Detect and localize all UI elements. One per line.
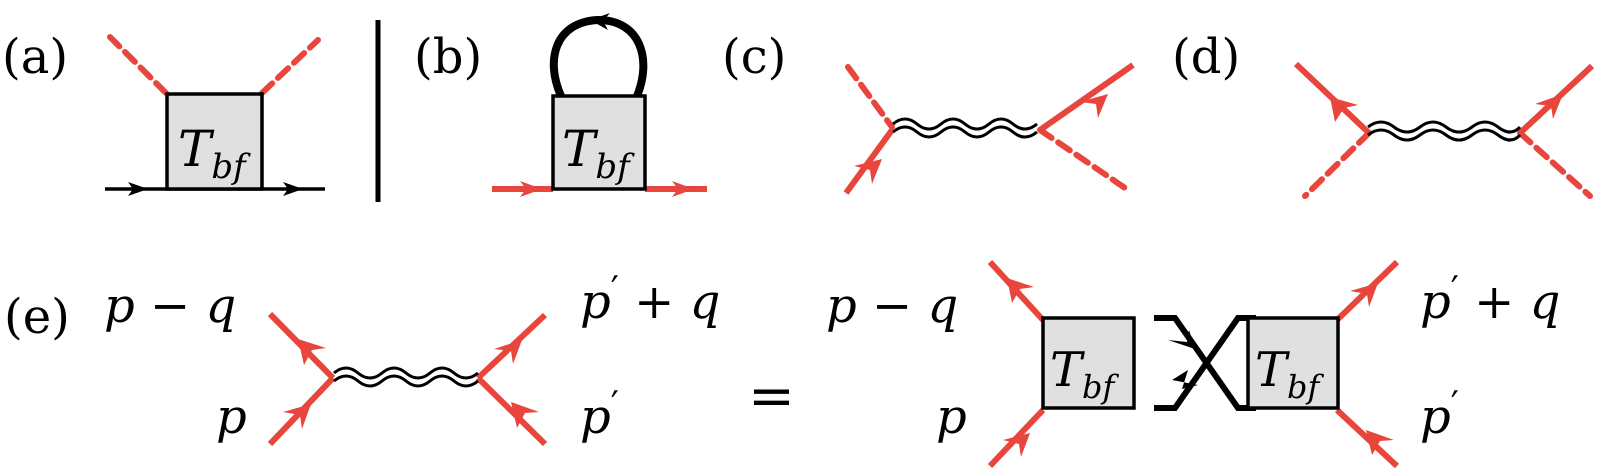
momentum-label-p: p bbox=[936, 389, 967, 445]
arrow-right-icon bbox=[283, 182, 303, 196]
arrow-up-right-icon bbox=[1350, 283, 1378, 307]
arrow-up-left-icon bbox=[298, 339, 326, 365]
arrow-up-left-icon bbox=[511, 402, 539, 428]
panel-label-b: (b) bbox=[414, 29, 482, 85]
t-matrix-box bbox=[551, 94, 647, 191]
arrow-right-icon bbox=[672, 181, 694, 197]
t-matrix-box-2 bbox=[1246, 316, 1340, 410]
arrow-right-icon bbox=[128, 182, 148, 196]
boson-line-right bbox=[259, 37, 321, 96]
arrow-left-icon bbox=[590, 13, 610, 30]
wavy-propagator bbox=[1367, 120, 1522, 134]
panel-label-c: (c) bbox=[722, 29, 786, 85]
arrow-right-icon bbox=[520, 181, 542, 197]
fermion-line-in bbox=[843, 128, 895, 195]
arrow-down-right-icon bbox=[1168, 330, 1195, 349]
t-matrix-label: Tbf bbox=[178, 120, 251, 187]
t-matrix-label: Tbf bbox=[1050, 342, 1120, 406]
arrow-up-right-icon bbox=[1535, 94, 1563, 119]
boson-line-in bbox=[845, 64, 895, 130]
equals-sign: = bbox=[748, 364, 795, 429]
momentum-label-p: p bbox=[216, 389, 247, 445]
arrow-up-right-icon bbox=[1080, 94, 1108, 118]
t-matrix-label: Tbf bbox=[1255, 342, 1325, 406]
arrow-up-right-icon bbox=[1003, 433, 1030, 457]
momentum-label-p-prime: p′ bbox=[580, 385, 619, 445]
panel-a: (a) Tbf bbox=[2, 29, 325, 196]
arrow-up-left-icon bbox=[1330, 97, 1358, 122]
panel-label-e: (e) bbox=[4, 289, 70, 345]
boson-line-right bbox=[1517, 130, 1593, 199]
panel-d: (d) bbox=[1172, 29, 1595, 199]
momentum-label-p-minus-q: p − q bbox=[826, 278, 958, 334]
fermion-line bbox=[1334, 407, 1400, 469]
panel-label-d: (d) bbox=[1172, 29, 1240, 85]
arrow-up-right-icon bbox=[283, 404, 311, 429]
fermion-line bbox=[475, 375, 548, 447]
panel-c: (c) bbox=[722, 29, 1135, 195]
crossed-propagator bbox=[1154, 315, 1256, 411]
fermion-line-out bbox=[1038, 62, 1135, 133]
arrow-up-right-icon bbox=[494, 340, 522, 364]
panel-e: (e) p − q p p′ + q p′ = p − q p p′ + q p… bbox=[4, 259, 1560, 469]
panel-label-a: (a) bbox=[2, 29, 68, 85]
wavy-propagator bbox=[892, 117, 1038, 131]
momentum-label-p-prime-plus-q: p′ + q bbox=[1420, 270, 1560, 330]
arrow-up-left-icon bbox=[1007, 278, 1034, 303]
momentum-label-p-prime-plus-q: p′ + q bbox=[580, 270, 720, 330]
fermion-loop bbox=[549, 15, 648, 98]
wavy-propagator bbox=[333, 366, 479, 380]
arrow-up-right-icon bbox=[854, 159, 882, 184]
momentum-label-p-minus-q: p − q bbox=[104, 278, 236, 334]
boson-line-left bbox=[1302, 130, 1372, 199]
panel-b: (b) Tbf bbox=[414, 13, 707, 197]
boson-line-out bbox=[1037, 127, 1131, 193]
t-matrix-box bbox=[165, 92, 264, 191]
arrow-up-left-icon bbox=[1366, 430, 1394, 455]
boson-line-left bbox=[107, 34, 169, 96]
t-matrix-box-1 bbox=[1041, 316, 1136, 410]
momentum-label-p-prime: p′ bbox=[1420, 385, 1459, 445]
arrow-down-left-icon bbox=[1172, 370, 1198, 389]
t-matrix-label: Tbf bbox=[562, 120, 635, 187]
